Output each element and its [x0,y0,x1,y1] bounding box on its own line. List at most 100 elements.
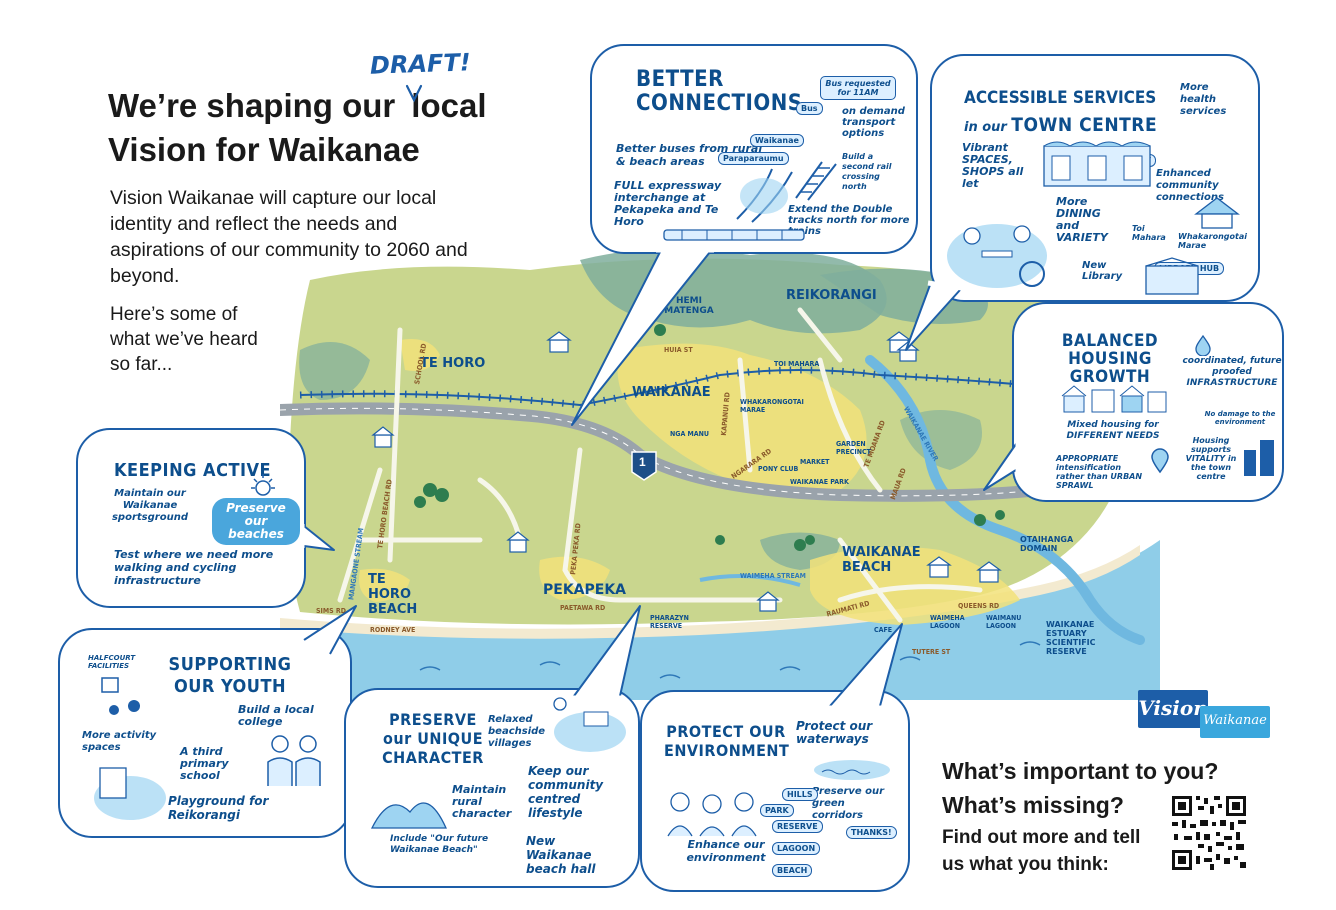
road-sims-rd: SIMS RD [316,607,346,615]
district-map [280,248,1160,700]
character-include: Include "Our future Waikanae Beach" [390,834,489,855]
road-queens-rd: QUEENS RD [958,602,1000,610]
connections-sign-paraparaumu: Paraparaumu [718,152,789,165]
vision-waikanae-logo: Vision Waikanae [1138,690,1270,750]
housing-intensification: APPROPRIATE intensification rather than … [1056,454,1143,490]
railway [299,369,1081,407]
town-silhouette-icon [1244,440,1274,476]
services-title-town-centre: TOWN CENTRE [1011,114,1158,136]
title-line1-end: local [411,87,487,124]
housing-mixed: Mixed housing for DIFFERENT NEEDS [1066,420,1160,441]
label-waikanae-park: WAIKANAE PARK [790,478,849,486]
active-sportsground: Maintain our Waikanae sportsground [111,488,188,523]
cta-find-out-more: Find out more and tell us what you think… [942,824,1140,878]
waterway-icon [814,760,890,780]
services-vibrant: Vibrant SPACES, SHOPS all let [962,141,1024,190]
environment-title: PROTECT OUR ENVIRONMENT [664,722,790,760]
connections-double-tracks: Extend the Double tracks north for more … [788,204,910,237]
character-beachside: Relaxed beachside villages [488,714,546,749]
road-curve-icon [736,168,793,223]
label-waimanu-lagoon: WAIMANU LAGOON [986,614,1022,630]
bubble-protect-environment: PROTECT OUR ENVIRONMENT Protect our wate… [640,690,910,892]
label-pharazyn-reserve: PHARAZYN RESERVE [650,614,689,630]
housing-no-damage: No damage to the environment [1204,410,1276,426]
youth-title: SUPPORTING OUR YOUTH [168,654,292,697]
houses-row-icon [1061,385,1167,413]
cta-question-missing: What’s missing? [942,792,1124,818]
train-icon [663,229,805,241]
youth-primary: A third primary school [180,745,229,782]
connections-title: BETTER CONNECTIONS [636,67,803,116]
preserve-beaches-pointer [300,524,335,551]
page-title: We’re shaping our local Vision for Waikan… [108,84,548,172]
services-community: Enhanced community connections [1156,168,1224,203]
youth-pointer [300,605,357,660]
urban-waikanae [617,343,867,496]
environment-sign-beach: BEACH [772,864,813,877]
waikanae-river [865,355,1145,645]
road-tutere-st: TUTERE ST [912,648,951,656]
bubble-keeping-active: KEEPING ACTIVE Maintain our Waikanae spo… [76,428,306,608]
place-waikanae-beach: WAIKANAE BEACH [842,545,921,575]
cta-line2: us what you think: [942,854,1109,875]
character-pointer [572,605,641,700]
active-walking: Test where we need more walking and cycl… [114,548,274,587]
water-drop-icon [1195,334,1211,356]
marae-icon [1194,197,1240,229]
hills-landscape-icon [370,802,448,829]
youth-halfcourt: HALFCOURT FACILITIES [88,654,136,670]
label-garden-precinct: GARDEN PRECINCT [836,440,871,456]
housing-infrastructure: coordinated, future proofed INFRASTRUCTU… [1182,356,1282,388]
character-lifestyle: Keep our community centred lifestyle [528,764,604,820]
label-waimeha-lagoon: WAIMEHA LAGOON [930,614,965,630]
services-title-in-our: in our [964,120,1007,135]
services-library: New Library [1082,260,1123,282]
services-dining: More DINING and VARIETY [1056,195,1108,244]
basketball-hoop-icon [101,677,140,715]
environment-green: Preserve our green corridors [812,786,885,821]
state-highway-1-shield [631,451,657,481]
connections-sign-waikanae: Waikanae [750,134,804,147]
label-market: MARKET [800,458,830,466]
sun-icon [251,474,275,496]
environment-sign-reserve: RESERVE [772,820,823,833]
logo-waikanae: Waikanae [1200,706,1270,738]
road-rodney-ave: RODNEY AVE [370,626,416,634]
active-beaches: Preserve our beaches [212,498,300,545]
youth-activity: More activity spaces [82,730,157,753]
connections-on-demand: on demand transport options [842,106,905,139]
active-title: KEEPING ACTIVE [114,460,272,481]
youth-college: Build a local college [238,703,314,728]
connections-second-rail: Build a second rail crossing north [842,152,892,191]
library-building-icon [1145,257,1199,295]
place-hemi-matenga: HEMI MATENGA [664,296,714,316]
services-title-line1: ACCESSIBLE SERVICES [964,88,1157,108]
character-title: PRESERVE our UNIQUE CHARACTER [382,710,484,767]
label-cafe: CAFE [874,626,893,634]
connections-better-buses: Better buses from rural & beach areas [616,142,763,168]
environment-sign-thanks: THANKS! [846,826,897,839]
road-huia-st: HUIA ST [664,346,693,354]
road-waimeha-stream: WAIMEHA STREAM [740,572,806,580]
road-paetawa-rd: PAETAWA RD [560,604,606,612]
place-waikanae-estuary: WAIKANAE ESTUARY SCIENTIFIC RESERVE [1046,620,1096,656]
environment-pointer [828,623,903,710]
title-line1-start: We’re shaping our [108,87,396,124]
sea [280,540,1160,700]
highway-number: 1 [639,455,646,469]
bubble-better-connections: BETTER CONNECTIONS Bus requested for 11A… [590,44,918,254]
beach-villa-icon [553,697,626,752]
housing-vitality: Housing supports VITALITY in the town ce… [1185,436,1237,481]
cta-question-important: What’s important to you? [942,758,1219,784]
environment-sign-lagoon: LAGOON [772,842,821,855]
housing-title: BALANCED HOUSING GROWTH [1061,331,1159,387]
services-marae: Whakarongotai Marae [1178,232,1247,250]
services-toi-mahara: Toi Mahara [1132,224,1166,242]
title-line2: Vision for Waikanae [108,131,420,168]
draft-mark: DRAFT! [369,48,472,80]
connections-expressway: FULL expressway interchange at Pekapeka … [614,179,722,228]
cta-line1: Find out more and tell [942,827,1141,848]
place-te-horo-beach: TE HORO BEACH [368,572,418,617]
qr-code-icon[interactable] [1170,794,1248,872]
character-beach-hall: New Waikanae beach hall [526,834,596,876]
